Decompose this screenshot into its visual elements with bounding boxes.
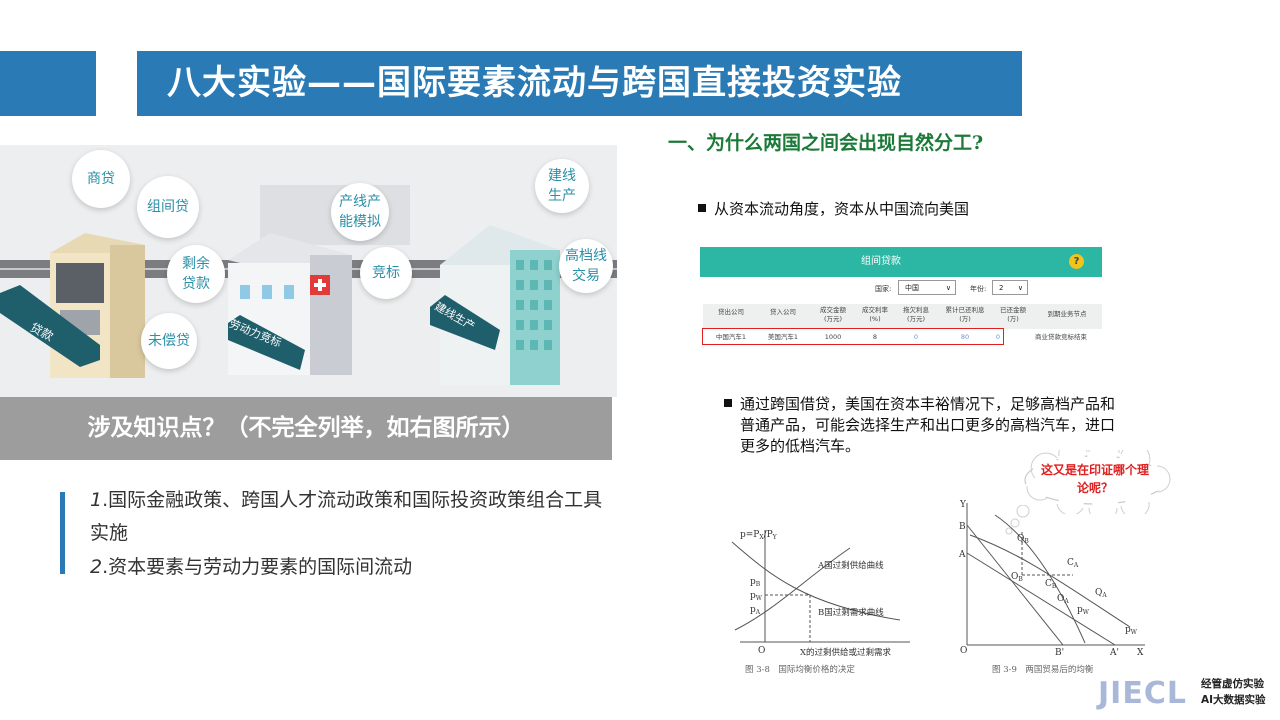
bubble-capacity-simulation: 产线产 能模拟 [331,183,389,241]
table-cell: 商业贷款竞标结束 [1035,333,1087,341]
bullet-cross-border-loan: 通过跨国借贷，美国在资本丰裕情况下，足够高档产品和普通产品，可能会选择生产和出口… [724,394,1124,457]
fig2-point-A-prime: A' [1109,648,1119,658]
point-text: .国际金融政策、跨国人才流动政策和国际投资政策组合工具实施 [90,489,603,544]
fig1-supply-label: A国过剩供给曲线 [817,560,884,571]
section-heading: 一、为什么两国之间会出现自然分工? [668,132,984,154]
city-scene-graphic [0,185,617,385]
bubble-remaining-loan: 剩余 贷款 [167,245,225,303]
column-header: 拖欠利息 (万元) [903,306,929,323]
fig2-point-B-prime: B' [1055,648,1064,658]
bubble-outstanding-loan: 未偿贷 [141,313,197,369]
brand-logo: JIECL [1098,676,1187,711]
game-illustration: 贷款 劳动力竞标 建线生产 商贷 组间贷 剩余 贷款 未偿贷 产线产 能模拟 竞… [0,145,617,397]
bullet-text: 从资本流动角度，资本从中国流向美国 [714,200,970,218]
thought-cloud-graphic [1024,450,1171,514]
cloud-question: 这又是在印证哪个理论呢？ [1040,463,1149,495]
bubble-high-end-trade: 高档线 交易 [559,239,613,293]
fig2-label-CA: CA [1067,558,1079,569]
figure-equilibrium-price: p=PX/PY pB pW pA O A国过剩供给曲线 B国过剩需求曲线 X的过… [731,530,910,675]
column-header: 成交金额 (万元) [820,306,846,323]
bubble-commercial-loan: 商贷 [72,150,130,208]
fig2-label-pW2: pW [1125,625,1138,636]
fig1-origin: O [758,646,765,656]
fig1-y-label: p=PX/PY [740,530,778,541]
fig2-label-pW1: pW [1077,605,1090,616]
table-cell: 0 [913,333,919,341]
fig1-caption: 图 3-8 国际均衡价格的决定 [745,664,855,675]
chevron-down-icon: ∨ [945,284,951,292]
square-bullet-icon [698,203,706,212]
year-select[interactable]: 2∨ [992,280,1028,295]
knowledge-points-heading: 涉及知识点？（不完全列举，如右图所示） [0,397,612,460]
fig2-point-A: A [958,550,966,560]
app-header: 组间贷款 [700,247,1062,277]
fig2-label-QB: QB [1017,534,1029,545]
bullet-text: 通过跨国借贷，美国在资本丰裕情况下，足够高档产品和普通产品，可能会选择生产和出口… [740,395,1116,455]
highlighted-row-outline [702,328,1004,345]
table-cell: 1000 [824,333,842,341]
fig1-tick-pB: pB [750,577,761,588]
point-text: .资本要素与劳动力要素的国际间流动 [102,556,413,578]
point-number: 2 [90,556,103,578]
fig2-label-OB: OB [1011,572,1023,583]
bubble-group-loan: 组间贷 [137,176,199,238]
column-header: 到期业务节点 [1047,310,1087,318]
table-cell: 美国汽车1 [767,333,799,341]
knowledge-point-1: 1.国际金融政策、跨国人才流动政策和国际投资政策组合工具实施 [90,484,610,550]
square-bullet-icon [724,398,732,407]
bubble-build-line: 建线 生产 [535,159,589,213]
knowledge-point-2: 2.资本要素与劳动力要素的国际间流动 [90,551,610,584]
bullet-capital-flow: 从资本流动角度，资本从中国流向美国 [698,199,969,220]
fig2-origin: O [960,646,967,656]
fig2-y-axis: Y [959,500,967,510]
bubble-bidding: 竞标 [360,247,412,299]
table-cell: 中国汽车1 [715,333,747,341]
figure-trade-equilibrium: Y X O B A B' A' QB OB CA CB OA QA pW pW … [958,500,1145,675]
fig2-label-OA: OA [1057,594,1069,605]
title-accent-block [0,51,96,116]
table-cell: 0 [995,333,1001,341]
chevron-down-icon: ∨ [1017,284,1023,292]
fig2-x-axis: X [1137,648,1144,658]
table-cell: 80 [960,333,970,341]
fig2-point-B: B [959,522,966,532]
fig1-x-label: X的过剩供给或过剩需求 [800,647,892,658]
column-header: 已还金额 (万) [1000,306,1026,323]
fig2-caption: 图 3-9 两国贸易后的均衡 [992,664,1094,675]
fig1-tick-pW: pW [750,591,763,602]
thought-cloud-tail [1005,505,1030,535]
group-loan-screenshot: 组间贷款 ? 国家: 中国∨ 年份: 2∨ 贷出公司 贷入公司 成交金额 (万元… [700,247,1102,353]
help-icon[interactable]: ? [1069,254,1084,269]
fig2-label-CB: CB [1045,579,1057,590]
column-header: 贷入公司 [770,308,796,316]
page-title: 八大实验——国际要素流动与跨国直接投资实验 [137,51,1022,116]
points-accent-line [60,492,65,574]
country-label: 国家: [875,285,892,293]
country-select[interactable]: 中国∨ [898,280,956,295]
brand-subtitle: 经管虚仿实验 AI大数据实验 [1201,678,1266,706]
year-label: 年份: [970,285,987,293]
column-header: 成交利率 (%) [862,306,888,323]
fig2-label-QA: QA [1095,588,1107,599]
fig1-demand-label: B国过剩需求曲线 [818,607,884,618]
fig1-tick-pA: pA [750,605,761,616]
column-header: 贷出公司 [718,308,744,316]
table-header [703,304,1102,329]
table-cell: 8 [872,333,878,341]
column-header: 累计已还利息 (万) [945,306,985,323]
point-number: 1 [90,489,103,511]
